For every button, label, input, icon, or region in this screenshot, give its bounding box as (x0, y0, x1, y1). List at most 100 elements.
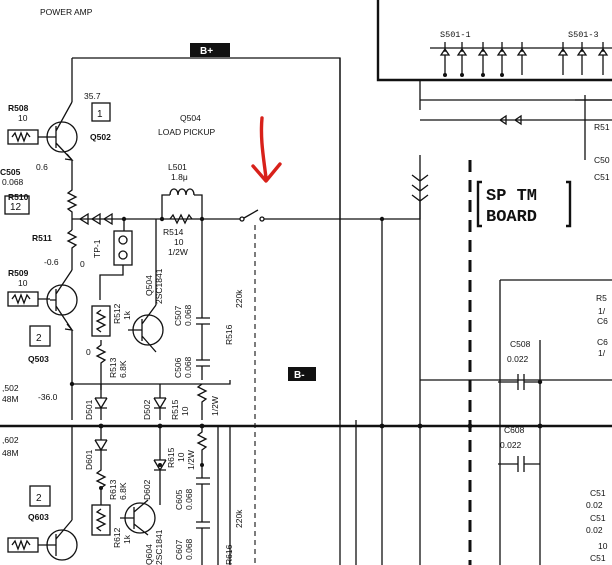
diode-d502: D502 (142, 384, 167, 420)
svg-text:2SC1841: 2SC1841 (154, 529, 164, 565)
svg-text:R514: R514 (163, 227, 184, 237)
svg-text:C608: C608 (504, 425, 525, 435)
resistor-r516: R516 220k (224, 289, 244, 345)
svg-text:TP-1: TP-1 (92, 239, 102, 258)
svg-text:6.8K: 6.8K (118, 482, 128, 500)
voltage-neg-0-6: -0.6 (44, 257, 59, 267)
svg-text:L501: L501 (168, 162, 187, 172)
edge-r5: R5 (596, 293, 607, 303)
svg-text:R513: R513 (108, 357, 118, 378)
edge-0-02-b: 0.02 (586, 525, 603, 535)
svg-text:220k: 220k (234, 289, 244, 308)
svg-text:LOAD PICKUP: LOAD PICKUP (158, 127, 215, 137)
svg-text:1/2W: 1/2W (186, 450, 196, 470)
svg-text:10: 10 (176, 452, 186, 462)
edge-label-48m-a: 48M (2, 394, 19, 404)
vertical-wires (339, 58, 421, 565)
transistor-q502: 1 Q502 (46, 101, 111, 161)
resistor-r612: R612 1k (91, 504, 132, 548)
svg-text:R612: R612 (112, 527, 122, 548)
svg-text:Q504: Q504 (144, 275, 154, 296)
svg-text:D502: D502 (142, 399, 152, 420)
capacitor-c508: C508 0.022 (498, 339, 540, 390)
resistor-r616: R616 220k (224, 509, 244, 565)
edge-label-502: ,502 (2, 383, 19, 393)
edge-c6-b: C6 (597, 337, 608, 347)
diode-d602: D602 (142, 426, 167, 505)
svg-text:0.068: 0.068 (183, 356, 193, 378)
right-board-frame (499, 279, 612, 565)
voltage-35-7: 35.7 (84, 91, 101, 101)
svg-text:12: 12 (10, 202, 22, 213)
capacitor-c607: C607 0.068 (174, 515, 210, 565)
transistor-q503: 2 Q503 (28, 269, 78, 420)
svg-text:R515: R515 (170, 399, 180, 420)
voltage-0-a: 0 (80, 259, 85, 269)
resistor-r615: R615 10 1/2W (166, 426, 208, 470)
svg-text:0.022: 0.022 (507, 354, 529, 364)
svg-text:0.068: 0.068 (184, 488, 194, 510)
diode-d501: D501 (84, 384, 108, 420)
svg-text:R616: R616 (224, 544, 234, 565)
resistor-r515: R515 10 1/2W (170, 383, 220, 420)
svg-text:C605: C605 (174, 489, 184, 510)
transistor-q604: Q604 2SC1841 (120, 499, 164, 565)
b-plus-label: B+ (200, 46, 213, 57)
svg-text:0.068: 0.068 (184, 538, 194, 560)
capacitor-c608: C608 0.022 (498, 425, 540, 472)
capacitor-c605: C605 0.068 (174, 465, 210, 515)
edge-label-48m-b: 48M (2, 448, 19, 458)
resistor-r510: R510 12 (4, 160, 78, 230)
svg-text:1k: 1k (122, 534, 132, 544)
b-plus-badge (190, 43, 230, 57)
svg-text:Q504: Q504 (180, 113, 201, 123)
svg-text:1.8μ: 1.8μ (171, 172, 188, 182)
svg-text:2SC1841: 2SC1841 (154, 268, 164, 304)
edge-r51: R51 (594, 122, 610, 132)
connector-board-outline (376, 0, 612, 82)
svg-text:0.068: 0.068 (2, 177, 24, 187)
relay-contact (239, 200, 421, 565)
sp-tm-board-label: SP TM BOARD (476, 180, 572, 228)
resistor-r513: R513 6.8K (95, 340, 128, 390)
edge-1-slash-b: 1/ (598, 348, 606, 358)
svg-text:1k: 1k (122, 310, 132, 320)
edge-c51-c: C51 (590, 553, 606, 563)
transistor-q504: Q504 2SC1841 (128, 219, 164, 353)
svg-text:Q503: Q503 (28, 354, 49, 364)
svg-text:2: 2 (36, 333, 42, 344)
svg-text:0.068: 0.068 (183, 304, 193, 326)
svg-text:R508: R508 (8, 103, 29, 113)
b-minus-label: B- (294, 370, 305, 381)
test-point-tp1: TP-1 (92, 219, 133, 300)
svg-text:Q502: Q502 (90, 132, 111, 142)
svg-text:R613: R613 (108, 479, 118, 500)
svg-text:C506: C506 (173, 357, 183, 378)
svg-text:D501: D501 (84, 399, 94, 420)
svg-text:C607: C607 (174, 539, 184, 560)
diode-d601: D601 (84, 426, 108, 470)
edge-c6-a: C6 (597, 316, 608, 326)
edge-label-602: ,602 (2, 435, 19, 445)
resistor-r511: R511 (32, 229, 78, 270)
svg-text:C508: C508 (510, 339, 531, 349)
voltage-0-6: 0.6 (36, 162, 48, 172)
neg-rail (72, 380, 231, 385)
capacitor-c507: C507 0.068 (173, 219, 210, 350)
transistor-q603: 2 Q603 (7, 426, 78, 561)
svg-text:SP TM: SP TM (486, 187, 537, 206)
svg-text:R510: R510 (8, 192, 29, 202)
svg-text:R511: R511 (32, 233, 52, 243)
svg-text:Q603: Q603 (28, 512, 49, 522)
edge-0-02-a: 0.02 (586, 500, 603, 510)
resistor-r514: R514 10 1/2W (163, 213, 193, 257)
svg-text:220k: 220k (234, 509, 244, 528)
svg-text:R509: R509 (8, 268, 29, 278)
svg-text:R615: R615 (166, 447, 176, 468)
svg-text:10: 10 (180, 406, 190, 416)
svg-text:10: 10 (174, 237, 184, 247)
svg-text:D602: D602 (142, 479, 152, 500)
capacitor-c506: C506 0.068 (173, 350, 210, 380)
edge-c50: C50 (594, 155, 610, 165)
